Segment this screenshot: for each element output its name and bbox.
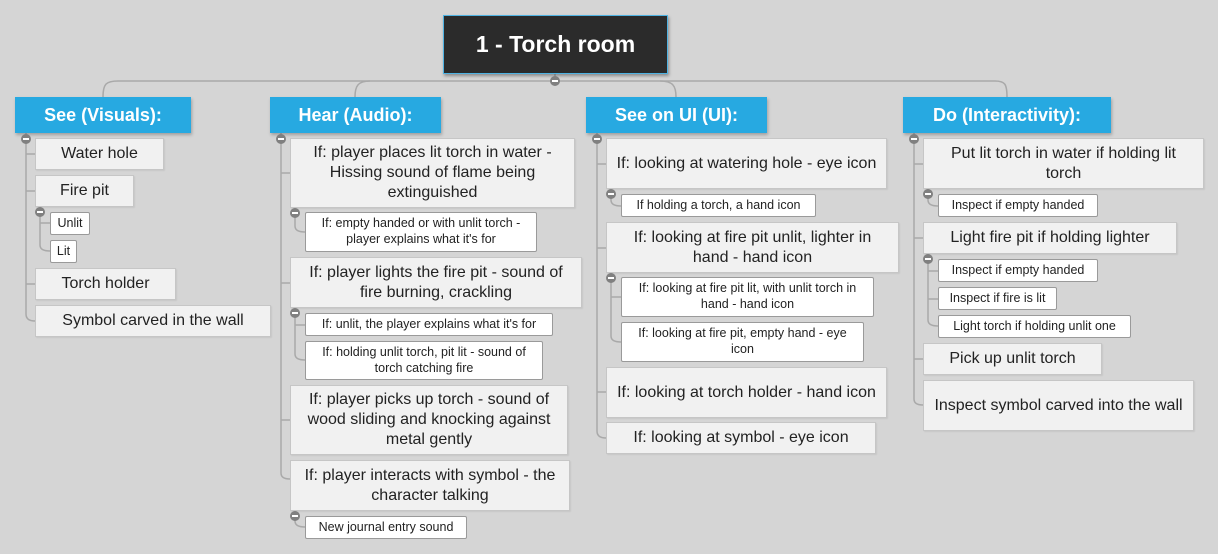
- subtopic-fire-pit-lit-hand[interactable]: If: looking at fire pit lit, with unlit …: [621, 277, 874, 317]
- topic-pick-up-unlit-torch[interactable]: Pick up unlit torch: [923, 343, 1102, 375]
- fire-pit-collapse-icon[interactable]: [35, 207, 45, 217]
- topic-torch-holder[interactable]: Torch holder: [35, 268, 176, 300]
- do-collapse-icon[interactable]: [909, 134, 919, 144]
- connector-line: [659, 80, 677, 98]
- fire-ui-collapse-icon[interactable]: [606, 273, 616, 283]
- connector-line: [354, 80, 371, 98]
- symbol-sound-collapse-icon[interactable]: [290, 511, 300, 521]
- root-topic[interactable]: 1 - Torch room: [443, 15, 668, 74]
- subtopic-inspect-fire-lit[interactable]: Inspect if fire is lit: [938, 287, 1057, 310]
- connector-line: [596, 133, 607, 439]
- subtopic-unlit[interactable]: Unlit: [50, 212, 90, 235]
- subtopic-torch-catching-fire[interactable]: If: holding unlit torch, pit lit - sound…: [305, 341, 543, 380]
- connector-line: [25, 133, 36, 322]
- put-torch-collapse-icon[interactable]: [923, 189, 933, 199]
- connector-line: [294, 308, 306, 361]
- subtopic-journal-sound[interactable]: New journal entry sound: [305, 516, 467, 539]
- topic-torch-in-water-sound[interactable]: If: player places lit torch in water - H…: [290, 138, 575, 208]
- light-fire-collapse-icon[interactable]: [923, 254, 933, 264]
- topic-symbol-talking[interactable]: If: player interacts with symbol - the c…: [290, 460, 570, 511]
- category-see-visuals[interactable]: See (Visuals):: [15, 97, 191, 133]
- see-collapse-icon[interactable]: [21, 134, 31, 144]
- category-see-on-ui[interactable]: See on UI (UI):: [586, 97, 767, 133]
- subtopic-fire-pit-empty-eye[interactable]: If: looking at fire pit, empty hand - ey…: [621, 322, 864, 362]
- category-do-interactivity[interactable]: Do (Interactivity):: [903, 97, 1111, 133]
- connector-line: [610, 189, 622, 207]
- connector-line: [913, 133, 924, 406]
- topic-symbol-eye[interactable]: If: looking at symbol - eye icon: [606, 422, 876, 454]
- category-hear-audio[interactable]: Hear (Audio):: [270, 97, 441, 133]
- topic-torch-holder-hand[interactable]: If: looking at torch holder - hand icon: [606, 367, 887, 418]
- topic-pick-up-torch-sound[interactable]: If: player picks up torch - sound of woo…: [290, 385, 568, 455]
- connector-line: [280, 133, 291, 480]
- topic-put-torch-in-water[interactable]: Put lit torch in water if holding lit to…: [923, 138, 1204, 189]
- root-collapse-icon[interactable]: [550, 76, 560, 86]
- subtopic-light-torch[interactable]: Light torch if holding unlit one: [938, 315, 1131, 338]
- topic-watering-hole-eye[interactable]: If: looking at watering hole - eye icon: [606, 138, 887, 189]
- subtopic-inspect-empty-handed-2[interactable]: Inspect if empty handed: [938, 259, 1098, 282]
- connector-line: [294, 208, 306, 233]
- ui-collapse-icon[interactable]: [592, 134, 602, 144]
- topic-fire-pit-sound[interactable]: If: player lights the fire pit - sound o…: [290, 257, 582, 308]
- connector-line: [927, 189, 939, 207]
- topic-fire-pit-hand-icon[interactable]: If: looking at fire pit unlit, lighter i…: [606, 222, 899, 273]
- subtopic-inspect-empty-handed-1[interactable]: Inspect if empty handed: [938, 194, 1098, 217]
- water-sound-collapse-icon[interactable]: [290, 208, 300, 218]
- subtopic-empty-handed-explains[interactable]: If: empty handed or with unlit torch - p…: [305, 212, 537, 252]
- hear-collapse-icon[interactable]: [276, 134, 286, 144]
- connector-line: [39, 207, 51, 252]
- watering-ui-collapse-icon[interactable]: [606, 189, 616, 199]
- topic-inspect-symbol[interactable]: Inspect symbol carved into the wall: [923, 380, 1194, 431]
- subtopic-holding-torch-hand[interactable]: If holding a torch, a hand icon: [621, 194, 816, 217]
- connector-line: [927, 254, 939, 327]
- topic-fire-pit[interactable]: Fire pit: [35, 175, 134, 207]
- subtopic-unlit-explains[interactable]: If: unlit, the player explains what it's…: [305, 313, 553, 336]
- fire-sound-collapse-icon[interactable]: [290, 308, 300, 318]
- topic-symbol-carved[interactable]: Symbol carved in the wall: [35, 305, 271, 337]
- subtopic-lit[interactable]: Lit: [50, 240, 77, 263]
- connector-line: [294, 511, 306, 528]
- topic-water-hole[interactable]: Water hole: [35, 138, 164, 170]
- topic-light-fire-pit[interactable]: Light fire pit if holding lighter: [923, 222, 1177, 254]
- connector-line: [610, 273, 622, 343]
